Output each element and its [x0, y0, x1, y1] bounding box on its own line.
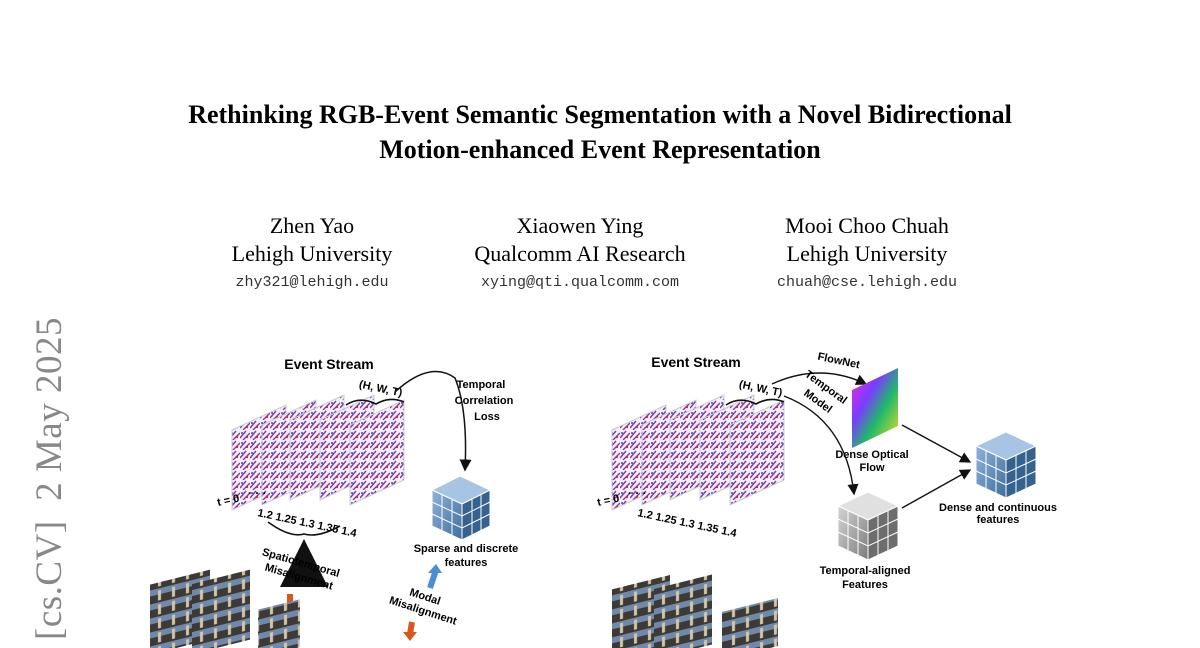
left-loss-arrow: [394, 370, 472, 472]
temporal-aligned-cube-icon: [836, 491, 900, 561]
temporal-aligned-label: Temporal-aligned Features: [820, 565, 911, 591]
left-t0-label: t = 0: [216, 493, 240, 509]
left-time-brace: [267, 521, 341, 536]
right-t0-label: t = 0: [596, 493, 620, 509]
left-sparse-label: Sparse and discrete features: [414, 543, 519, 569]
left-hwt-brace: [345, 398, 405, 406]
author-email: chuah@cse.lehigh.edu: [776, 274, 958, 291]
svg-text:Flow: Flow: [859, 462, 884, 474]
left-temporal-loss-label: Temporal Correlation Loss: [455, 379, 514, 423]
dense-features-label: Dense and continuous features: [939, 502, 1057, 526]
author-block-3: Mooi Choo Chuah Lehigh University chuah@…: [736, 212, 998, 298]
teaser-figure: Event Stream (H, W, T) Temporal Correlat…: [150, 351, 1057, 648]
dense-flow-label: Dense Optical Flow: [835, 449, 908, 474]
author-affiliation: Lehigh University: [786, 241, 948, 266]
left-modal-label: Modal Misalignment: [388, 587, 459, 628]
right-event-stream-label: Event Stream: [651, 354, 740, 370]
left-hwt-label: (H, W, T): [358, 379, 404, 400]
author-affiliation: Qualcomm AI Research: [474, 241, 686, 266]
right-hwt-brace: [725, 398, 785, 406]
left-event-frames: [231, 394, 405, 511]
svg-text:Correlation: Correlation: [455, 395, 514, 407]
left-modal-down-arrow: [403, 632, 417, 641]
author-name: Xiaowen Ying: [516, 213, 644, 238]
right-event-frames: [611, 394, 785, 511]
author-block-2: Xiaowen Ying Qualcomm AI Research xying@…: [440, 212, 720, 298]
left-event-stream-label: Event Stream: [284, 356, 373, 372]
right-times-label: 1.2 1.25 1.3 1.35 1.4: [636, 507, 738, 540]
right-dots: · · ·: [628, 486, 647, 500]
aligned-to-dense-arrow: [901, 469, 972, 509]
svg-text:Features: Features: [842, 579, 888, 591]
sparse-cube-icon: [430, 475, 492, 541]
svg-text:Sparse and discrete: Sparse and discrete: [414, 543, 519, 555]
title-line-2: Motion-enhanced Event Representation: [379, 135, 821, 164]
paper-title: Rethinking RGB-Event Semantic Segmentati…: [0, 97, 1200, 167]
flow-to-dense-arrow: [901, 424, 972, 463]
svg-text:features: features: [445, 557, 488, 569]
svg-text:features: features: [977, 514, 1020, 526]
author-block-1: Zhen Yao Lehigh University zhy321@lehigh…: [192, 212, 432, 298]
left-rgb-frames: [150, 569, 300, 648]
title-line-1: Rethinking RGB-Event Semantic Segmentati…: [188, 100, 1012, 129]
right-rgb-frames: [612, 574, 778, 648]
svg-text:Dense Optical: Dense Optical: [835, 449, 908, 461]
author-name: Mooi Choo Chuah: [785, 213, 949, 238]
author-name: Zhen Yao: [269, 213, 355, 238]
svg-text:Loss: Loss: [474, 411, 500, 423]
svg-text:Temporal: Temporal: [457, 379, 506, 391]
author-email: xying@qti.qualcomm.com: [480, 274, 680, 291]
author-affiliation: Lehigh University: [231, 241, 393, 266]
temporal-model-arrow: [783, 395, 859, 496]
dense-cube-icon: [974, 431, 1038, 499]
left-dots: · · ·: [248, 486, 267, 500]
author-email: zhy321@lehigh.edu: [235, 274, 389, 291]
svg-text:Temporal-aligned: Temporal-aligned: [820, 565, 911, 577]
left-spatio-label: Spatiotemporal Misalignment: [261, 546, 341, 592]
optical-flow-map: [852, 368, 898, 448]
flownet-label: FlowNet: [816, 351, 861, 372]
flownet-arrow: [771, 372, 868, 385]
svg-text:Dense and continuous: Dense and continuous: [939, 502, 1057, 514]
